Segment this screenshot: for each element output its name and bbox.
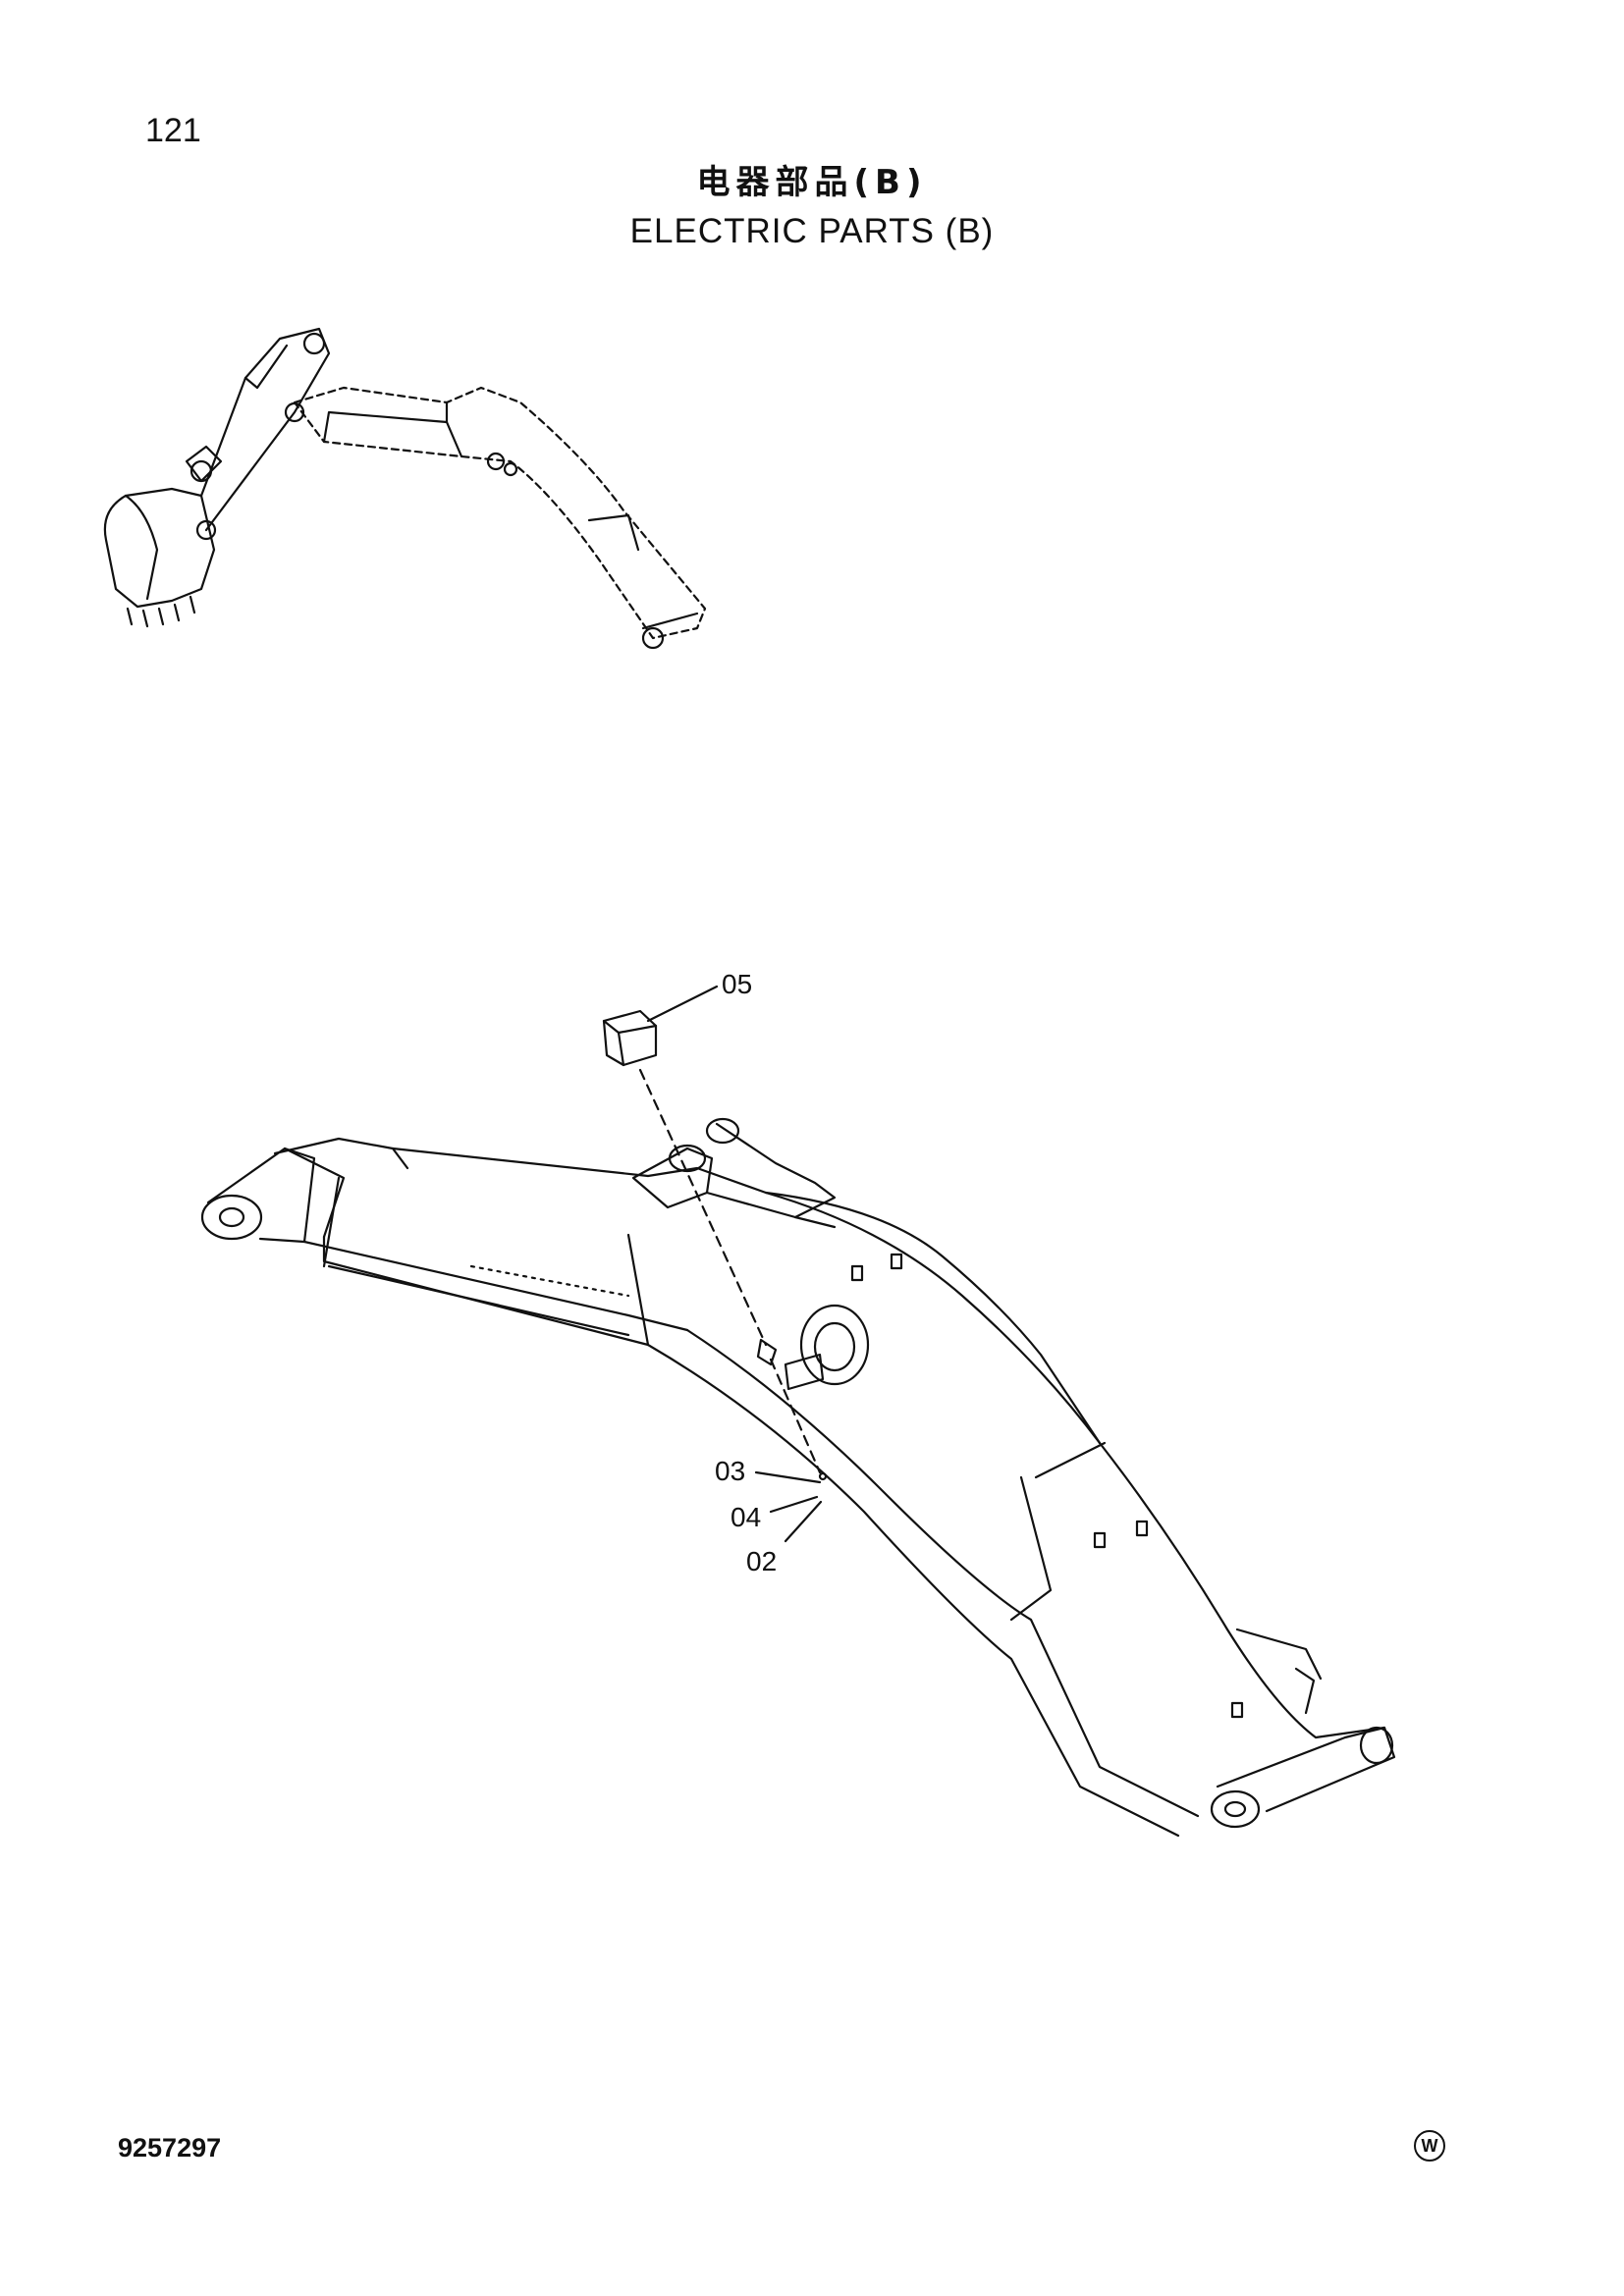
page-number: 121: [145, 112, 201, 149]
document-code: 9257297: [118, 2133, 222, 2163]
callout-02: 02: [746, 1546, 777, 1576]
part-05-connector: [602, 1009, 658, 1067]
corner-mark-w: W: [1414, 2130, 1445, 2162]
boom-assembly: [200, 1117, 1396, 1838]
leader-05: [646, 985, 719, 1023]
title-english: ELECTRIC PARTS (B): [629, 212, 995, 250]
callout-03: 03: [715, 1456, 745, 1486]
leader-03: [754, 1470, 822, 1484]
part-bracket: [756, 1338, 778, 1366]
title-chinese: 电器部品(B): [696, 163, 928, 202]
callout-04: 04: [731, 1502, 761, 1532]
overview-excavator-front: [103, 327, 707, 650]
leader-02: [784, 1500, 823, 1543]
callout-05: 05: [722, 969, 752, 999]
part-03-small: [818, 1471, 828, 1481]
leader-04: [769, 1495, 819, 1514]
